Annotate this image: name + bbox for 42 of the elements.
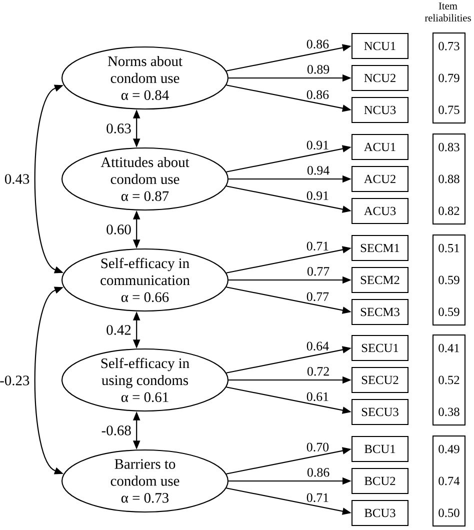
indicator-box: SECU3 — [352, 399, 408, 425]
indicator-box: BCU1 — [352, 436, 408, 462]
edge-label: 0.70 — [305, 442, 330, 453]
edge-label: 0.77 — [305, 291, 330, 302]
edge-label: 0.91 — [305, 140, 330, 151]
indicator-box: SECU1 — [352, 335, 408, 361]
reliability-box: 0.41 0.52 0.38 — [432, 334, 466, 426]
indicator-box: ACU1 — [352, 134, 408, 160]
indicator-box: NCU2 — [352, 65, 408, 91]
indicator-box: SECM2 — [352, 267, 408, 293]
edge-label: 0.64 — [305, 340, 330, 352]
indicator-box: BCU3 — [352, 500, 408, 526]
indicator-box: ACU2 — [352, 166, 408, 192]
reliability-box: 0.49 0.74 0.50 — [432, 436, 466, 526]
edge-label: 0.77 — [306, 266, 331, 277]
column-heading: Item reliabilities — [424, 2, 471, 22]
edge-label: 0.86 — [305, 38, 330, 50]
indicator-box: ACU3 — [352, 198, 408, 224]
edge-label: 0.86 — [306, 467, 331, 478]
edge-label: 0.61 — [305, 391, 330, 402]
edge-label: 0.94 — [306, 165, 331, 176]
edge-label: -0.23 — [0, 374, 31, 386]
reliability-box: 0.51 0.59 0.59 — [432, 234, 466, 326]
indicator-box: SECM3 — [352, 299, 408, 325]
indicator-box: BCU2 — [352, 468, 408, 494]
reliability-box: 0.83 0.88 0.82 — [432, 134, 466, 224]
indicator-box: SECU2 — [352, 367, 408, 393]
edge-label: 0.91 — [305, 190, 330, 202]
edge-label: 0.71 — [305, 492, 330, 504]
indicator-box: SECM1 — [352, 235, 408, 261]
indicator-box: NCU3 — [352, 97, 408, 123]
indicator-box: NCU1 — [352, 33, 408, 59]
edge-label: 0.60 — [105, 224, 132, 236]
edge-label: 0.89 — [306, 64, 331, 75]
edge-label: -0.68 — [100, 424, 132, 436]
reliability-box: 0.73 0.79 0.75 — [432, 32, 466, 124]
edge-label: 0.63 — [105, 122, 132, 134]
edge-label: 0.86 — [305, 89, 330, 100]
edge-label: 0.42 — [105, 324, 132, 336]
edge-label: 0.43 — [3, 173, 31, 185]
edge-label: 0.71 — [305, 240, 330, 252]
edge-label: 0.72 — [306, 366, 331, 377]
